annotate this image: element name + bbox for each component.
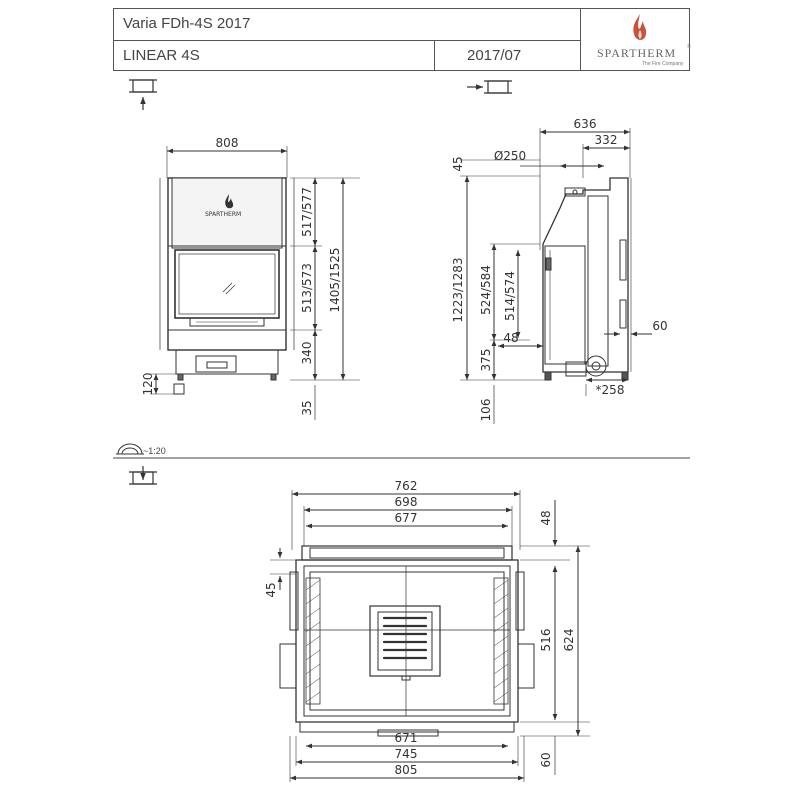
- dim-plan-624: 624: [562, 629, 576, 652]
- dim-front-base: 340: [300, 342, 314, 365]
- dim-front-upper: 517/577: [300, 187, 314, 237]
- dim-plan-45: 45: [264, 582, 278, 597]
- dim-plan-60: 60: [539, 752, 553, 767]
- front-view: [150, 146, 360, 420]
- scale-icon: [116, 443, 144, 459]
- dim-side-height-total: 1223/1283: [451, 257, 465, 322]
- stove-logo-text: SPARTHERM: [205, 211, 241, 218]
- dim-side-bottom-106: 106: [479, 399, 493, 422]
- dim-plan-48: 48: [539, 510, 553, 525]
- dim-plan-762: 762: [395, 479, 418, 493]
- dim-side-flue-diameter: Ø250: [494, 149, 526, 163]
- dim-plan-698: 698: [395, 495, 418, 509]
- dim-side-upper: 524/584: [479, 265, 493, 315]
- side-view-direction-icon: [467, 80, 512, 94]
- dim-front-foot-depth: 35: [300, 400, 314, 415]
- dim-side-glass: 514/574: [503, 271, 517, 321]
- dim-side-flue-offset: 332: [595, 133, 618, 147]
- dim-side-bottom-258: *258: [596, 383, 625, 397]
- side-view: [460, 128, 652, 424]
- title-block-divider: [434, 40, 435, 70]
- dim-plan-671: 671: [395, 731, 418, 745]
- dim-side-60: 60: [652, 319, 667, 333]
- variant-name: LINEAR 4S: [123, 47, 200, 64]
- flame-logo-icon: [633, 14, 647, 40]
- dim-plan-745: 745: [395, 747, 418, 761]
- dim-side-bottom-48: 48: [503, 331, 518, 345]
- dim-side-base-375: 375: [479, 349, 493, 372]
- title-block: Varia FDh-4S 2017 LINEAR 4S 2017/07 SPAR…: [113, 8, 691, 71]
- dim-front-width: 808: [216, 136, 239, 150]
- dim-plan-677: 677: [395, 511, 418, 525]
- stove-flame-icon: [225, 194, 234, 209]
- model-name: Varia FDh-4S 2017: [123, 15, 251, 32]
- dim-front-feet: 120: [141, 373, 155, 396]
- dim-plan-516: 516: [539, 629, 553, 652]
- brand-logo-mark: ®: [687, 44, 691, 50]
- dim-side-depth: 636: [574, 117, 597, 131]
- title-block-divider: [580, 9, 581, 70]
- plan-view-direction-icon: [129, 466, 157, 485]
- brand-logo-subtitle: The Fire Company: [642, 61, 684, 67]
- plan-view: [270, 490, 590, 782]
- drawing-date: 2017/07: [467, 47, 522, 64]
- dim-front-total: 1405/1525: [328, 247, 342, 312]
- scale-label: ~1:20: [143, 446, 166, 456]
- front-view-direction-icon: [129, 79, 157, 110]
- dim-plan-805: 805: [395, 763, 418, 777]
- brand-logo-text: SPARTHERM: [597, 46, 677, 60]
- dim-front-glass: 513/573: [300, 263, 314, 313]
- dim-side-top-offset: 45: [451, 156, 465, 171]
- title-block-divider: [114, 40, 580, 41]
